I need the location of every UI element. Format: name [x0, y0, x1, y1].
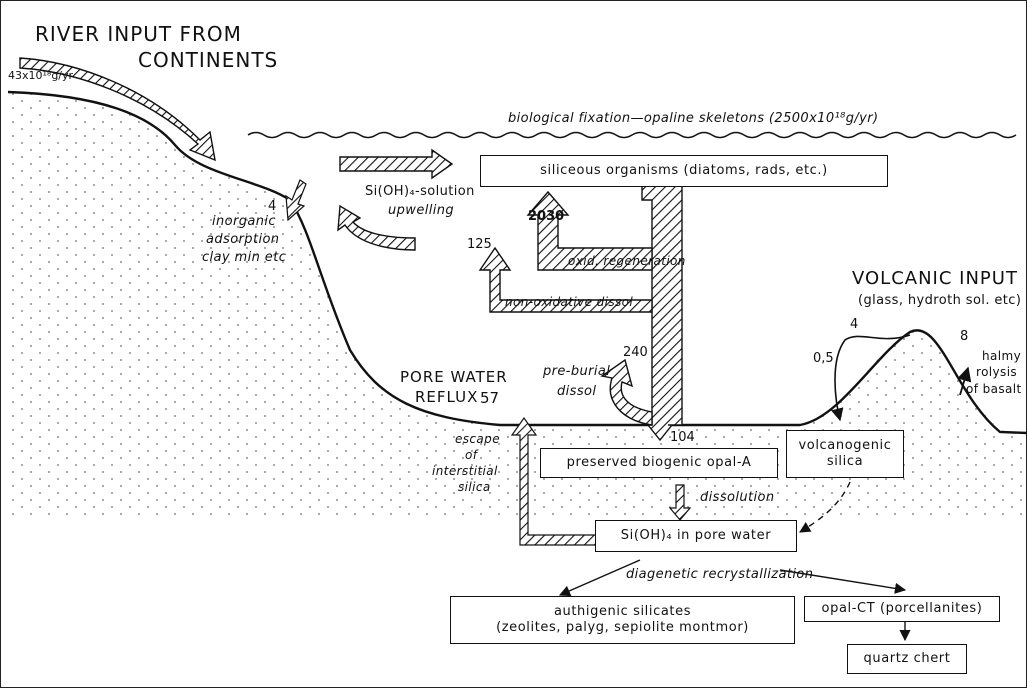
volcanic-input-sub: (glass, hydroth sol. etc)	[858, 294, 1021, 307]
sea-surface-wave	[248, 133, 1016, 138]
river-flux: 43x10¹⁸g/yr	[8, 70, 73, 81]
num-4-volcanic: 4	[850, 318, 858, 331]
escape-l1: escape	[455, 433, 500, 445]
volcanic-input-title: VOLCANIC INPUT	[852, 270, 1018, 288]
num-4-inorganic: 4	[268, 200, 276, 213]
halmy-l3: of basalt	[966, 383, 1022, 395]
title-line-2: CONTINENTS	[138, 50, 278, 70]
dissolution-label: dissolution	[700, 491, 775, 504]
num-0-5: 0,5	[813, 352, 834, 365]
num-104: 104	[670, 431, 695, 444]
num-2030: 2030	[528, 210, 564, 223]
inorganic-l3: clay min etc	[202, 251, 286, 264]
pre-burial-l1: pre-burial	[543, 365, 610, 378]
num-125: 125	[467, 238, 492, 251]
authigenic-silicates-box: authigenic silicates (zeolites, palyg, s…	[450, 596, 795, 644]
num-240: 240	[623, 346, 648, 359]
inorganic-l1: inorganic	[212, 215, 276, 228]
pore-water-reflux-l2: REFLUX	[415, 390, 478, 405]
authigenic-l1: authigenic silicates	[554, 604, 691, 620]
pre-burial-l2: dissol	[557, 385, 596, 398]
siliceous-organisms-box: siliceous organisms (diatoms, rads, etc.…	[480, 155, 888, 187]
escape-l4: silica	[458, 481, 491, 493]
volcanogenic-silica-box: volcanogenic silica	[786, 430, 904, 478]
title-line-1: RIVER INPUT FROM	[35, 24, 242, 44]
diagenetic-label: diagenetic recrystallization	[626, 568, 813, 581]
pore-water-reflux-l1: PORE WATER	[400, 370, 508, 385]
num-57: 57	[480, 391, 499, 406]
halmy-l2: rolysis	[976, 366, 1017, 378]
escape-l3: interstitial	[432, 465, 498, 477]
upwelling-label: upwelling	[388, 204, 454, 217]
pore-water-box: Si(OH)₄ in pore water	[595, 520, 797, 552]
preserved-opal-box: preserved biogenic opal-A	[540, 448, 778, 478]
num-8: 8	[960, 330, 968, 343]
opal-ct-box: opal-CT (porcellanites)	[804, 596, 1000, 622]
sioh-solution-arrow	[340, 150, 452, 178]
volcanogenic-l2: silica	[827, 454, 863, 470]
escape-l2: of	[465, 449, 477, 461]
non-oxidative-label: non-oxidative dissol	[505, 296, 633, 308]
sioh-solution-label: Si(OH)₄-solution	[365, 185, 475, 198]
quartz-chert-box: quartz chert	[847, 644, 967, 674]
authigenic-l2: (zeolites, palyg, sepiolite montmor)	[496, 620, 749, 636]
halmy-l1: halmy	[982, 350, 1021, 362]
volcanogenic-l1: volcanogenic	[798, 438, 891, 454]
bio-fixation-label: biological fixation—opaline skeletons (2…	[508, 112, 878, 125]
inorganic-l2: adsorption	[206, 233, 279, 246]
oxid-regeneration-label: oxid. regeneration	[568, 255, 686, 267]
